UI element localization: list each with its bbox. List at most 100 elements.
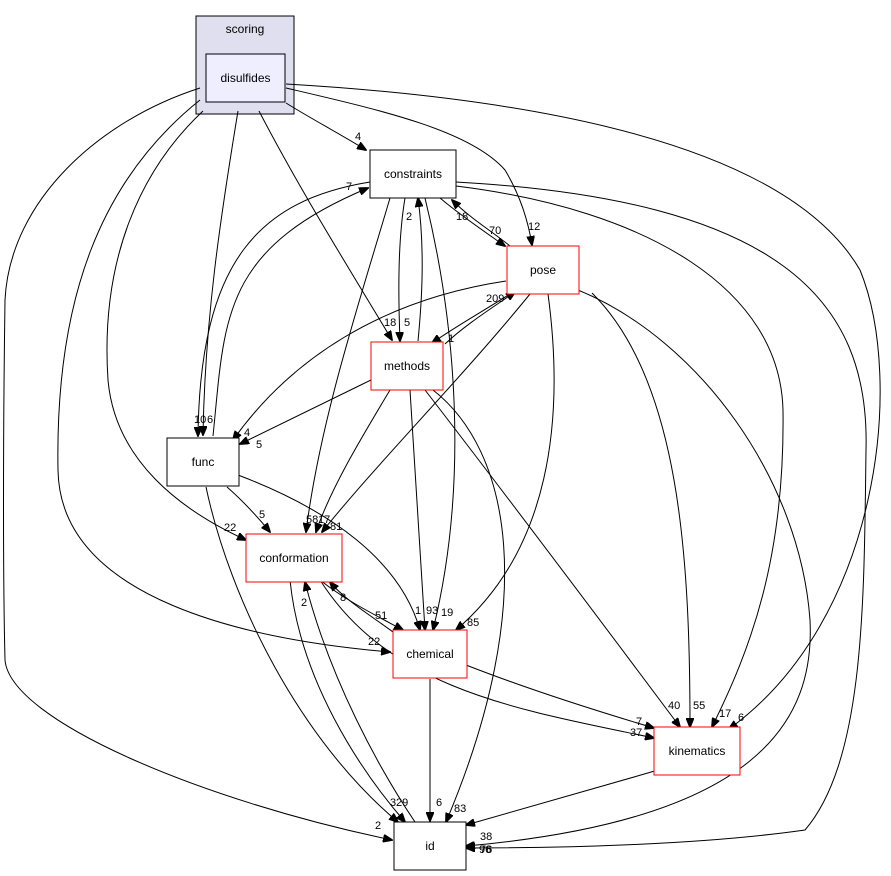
node-chemical[interactable]: chemical (392, 629, 468, 679)
edge-label: 22 (224, 522, 236, 534)
edge-disulfides-pose (285, 87, 532, 245)
edge-constraints-chemical (424, 197, 456, 630)
edge-methods-func (240, 379, 372, 444)
edge-pose-chemical (456, 293, 555, 630)
edge-label: 2 (301, 597, 307, 609)
node-disulfides[interactable]: disulfides (205, 53, 286, 103)
edge-constraints-methods (399, 197, 406, 341)
edge-label: 83 (454, 803, 466, 815)
edge-label: 93 (426, 605, 438, 617)
edge-label: 81 (330, 521, 342, 533)
edge-disulfides-id (3, 87, 393, 840)
edge-label: 96 (479, 844, 491, 856)
edge-disulfides-kinematics (285, 83, 881, 729)
node-constraints[interactable]: constraints (369, 149, 457, 199)
edge-constraints-func (198, 181, 371, 436)
node-label: pose (530, 263, 556, 277)
edge-disulfides-methods (258, 110, 392, 340)
edge-label: 6 (436, 797, 442, 809)
edge-label: 5 (404, 317, 410, 329)
edge-id-conformation (305, 582, 416, 823)
edge-chemical-kinematics (465, 664, 654, 728)
edge-methods-kinematics (424, 389, 680, 727)
edge-conformation-id (289, 579, 405, 822)
edge-label: 5 (256, 439, 262, 451)
node-conformation[interactable]: conformation (245, 533, 343, 583)
edge-conformation-chemical (319, 579, 403, 630)
edge-methods-chemical (409, 389, 425, 630)
edge-label: 5 (259, 509, 265, 521)
edge-label: 17 (719, 708, 731, 720)
edge-pose-constraints (452, 200, 511, 247)
node-id[interactable]: id (393, 821, 467, 871)
edge-label: 12 (528, 221, 540, 233)
edge-label: 6 (738, 712, 744, 724)
node-pose[interactable]: pose (506, 245, 580, 295)
edge-label: 8 (340, 592, 346, 604)
edge-label: 7 (636, 716, 642, 728)
edge-methods-constraints (418, 198, 422, 342)
edge-label: 38 (480, 831, 492, 843)
edge-label: 2 (406, 211, 412, 223)
node-kinematics[interactable]: kinematics (653, 726, 741, 776)
edges (3, 83, 881, 848)
edge-label: 4 (355, 131, 361, 143)
edge-pose-methods (432, 293, 511, 343)
edge-label: 209 (486, 293, 504, 305)
node-label: constraints (384, 167, 442, 181)
edge-disulfides-chemical (57, 99, 390, 652)
edge-label: 1 (448, 333, 454, 345)
node-methods[interactable]: methods (370, 341, 444, 391)
edge-labels: 4 12 18 7 2 18 70 209 1 5 10 6 4 5 22 5 … (194, 131, 744, 856)
edge-label: 55 (693, 700, 705, 712)
node-label: kinematics (669, 744, 726, 758)
edge-pose-id (466, 289, 811, 846)
edge-constraints-pose (439, 197, 505, 246)
node-label: disulfides (220, 71, 270, 85)
edge-label: 22 (368, 636, 380, 648)
edge-label: 85 (467, 617, 479, 629)
edge-label: 19 (441, 607, 453, 619)
edge-pose-conformation (322, 293, 531, 532)
cluster-label: scoring (226, 22, 265, 36)
edge-label: 4 (244, 427, 250, 439)
edge-disulfides-constraints (285, 102, 366, 150)
edge-func-constraints (212, 188, 368, 437)
edge-kinematics-id (466, 769, 659, 825)
node-func[interactable]: func (166, 437, 240, 487)
edge-constraints-id (455, 181, 867, 848)
edge-chemical-conformation (330, 582, 394, 633)
edge-disulfides-func (203, 110, 239, 435)
node-label: methods (384, 359, 430, 373)
edge-methods-conformation (316, 389, 391, 532)
edge-func-chemical (237, 474, 420, 630)
edge-label: 10 (194, 414, 206, 426)
edge-label: 17 (318, 514, 330, 526)
edge-label: 3 (390, 797, 396, 809)
edge-pose-func (233, 280, 507, 440)
edge-label: 40 (668, 700, 680, 712)
edge-label: 58 (306, 514, 318, 526)
edge-methods-id (432, 389, 506, 822)
edge-pose-kinematics (591, 292, 690, 727)
edge-label: 6 (207, 414, 213, 426)
edge-func-conformation (226, 486, 270, 532)
edge-constraints-conformation (306, 197, 391, 532)
edge-label: 18 (456, 211, 468, 223)
edge-label: 7 (346, 181, 352, 193)
edge-disulfides-conformation (106, 110, 246, 540)
edge-label: 29 (396, 797, 408, 809)
node-label: func (192, 455, 215, 469)
edge-methods-pose (444, 292, 515, 345)
edge-label: 2 (375, 820, 381, 832)
edge-label: 70 (489, 225, 501, 237)
edge-label: 37 (630, 727, 642, 739)
edge-label: 18 (384, 317, 396, 329)
node-label: conformation (259, 551, 328, 565)
node-label: chemical (406, 647, 453, 661)
edge-func-id (205, 486, 398, 822)
edge-label: 51 (375, 610, 387, 622)
edge-constraints-kinematics (455, 185, 784, 727)
edge-label: 76 (480, 844, 492, 856)
